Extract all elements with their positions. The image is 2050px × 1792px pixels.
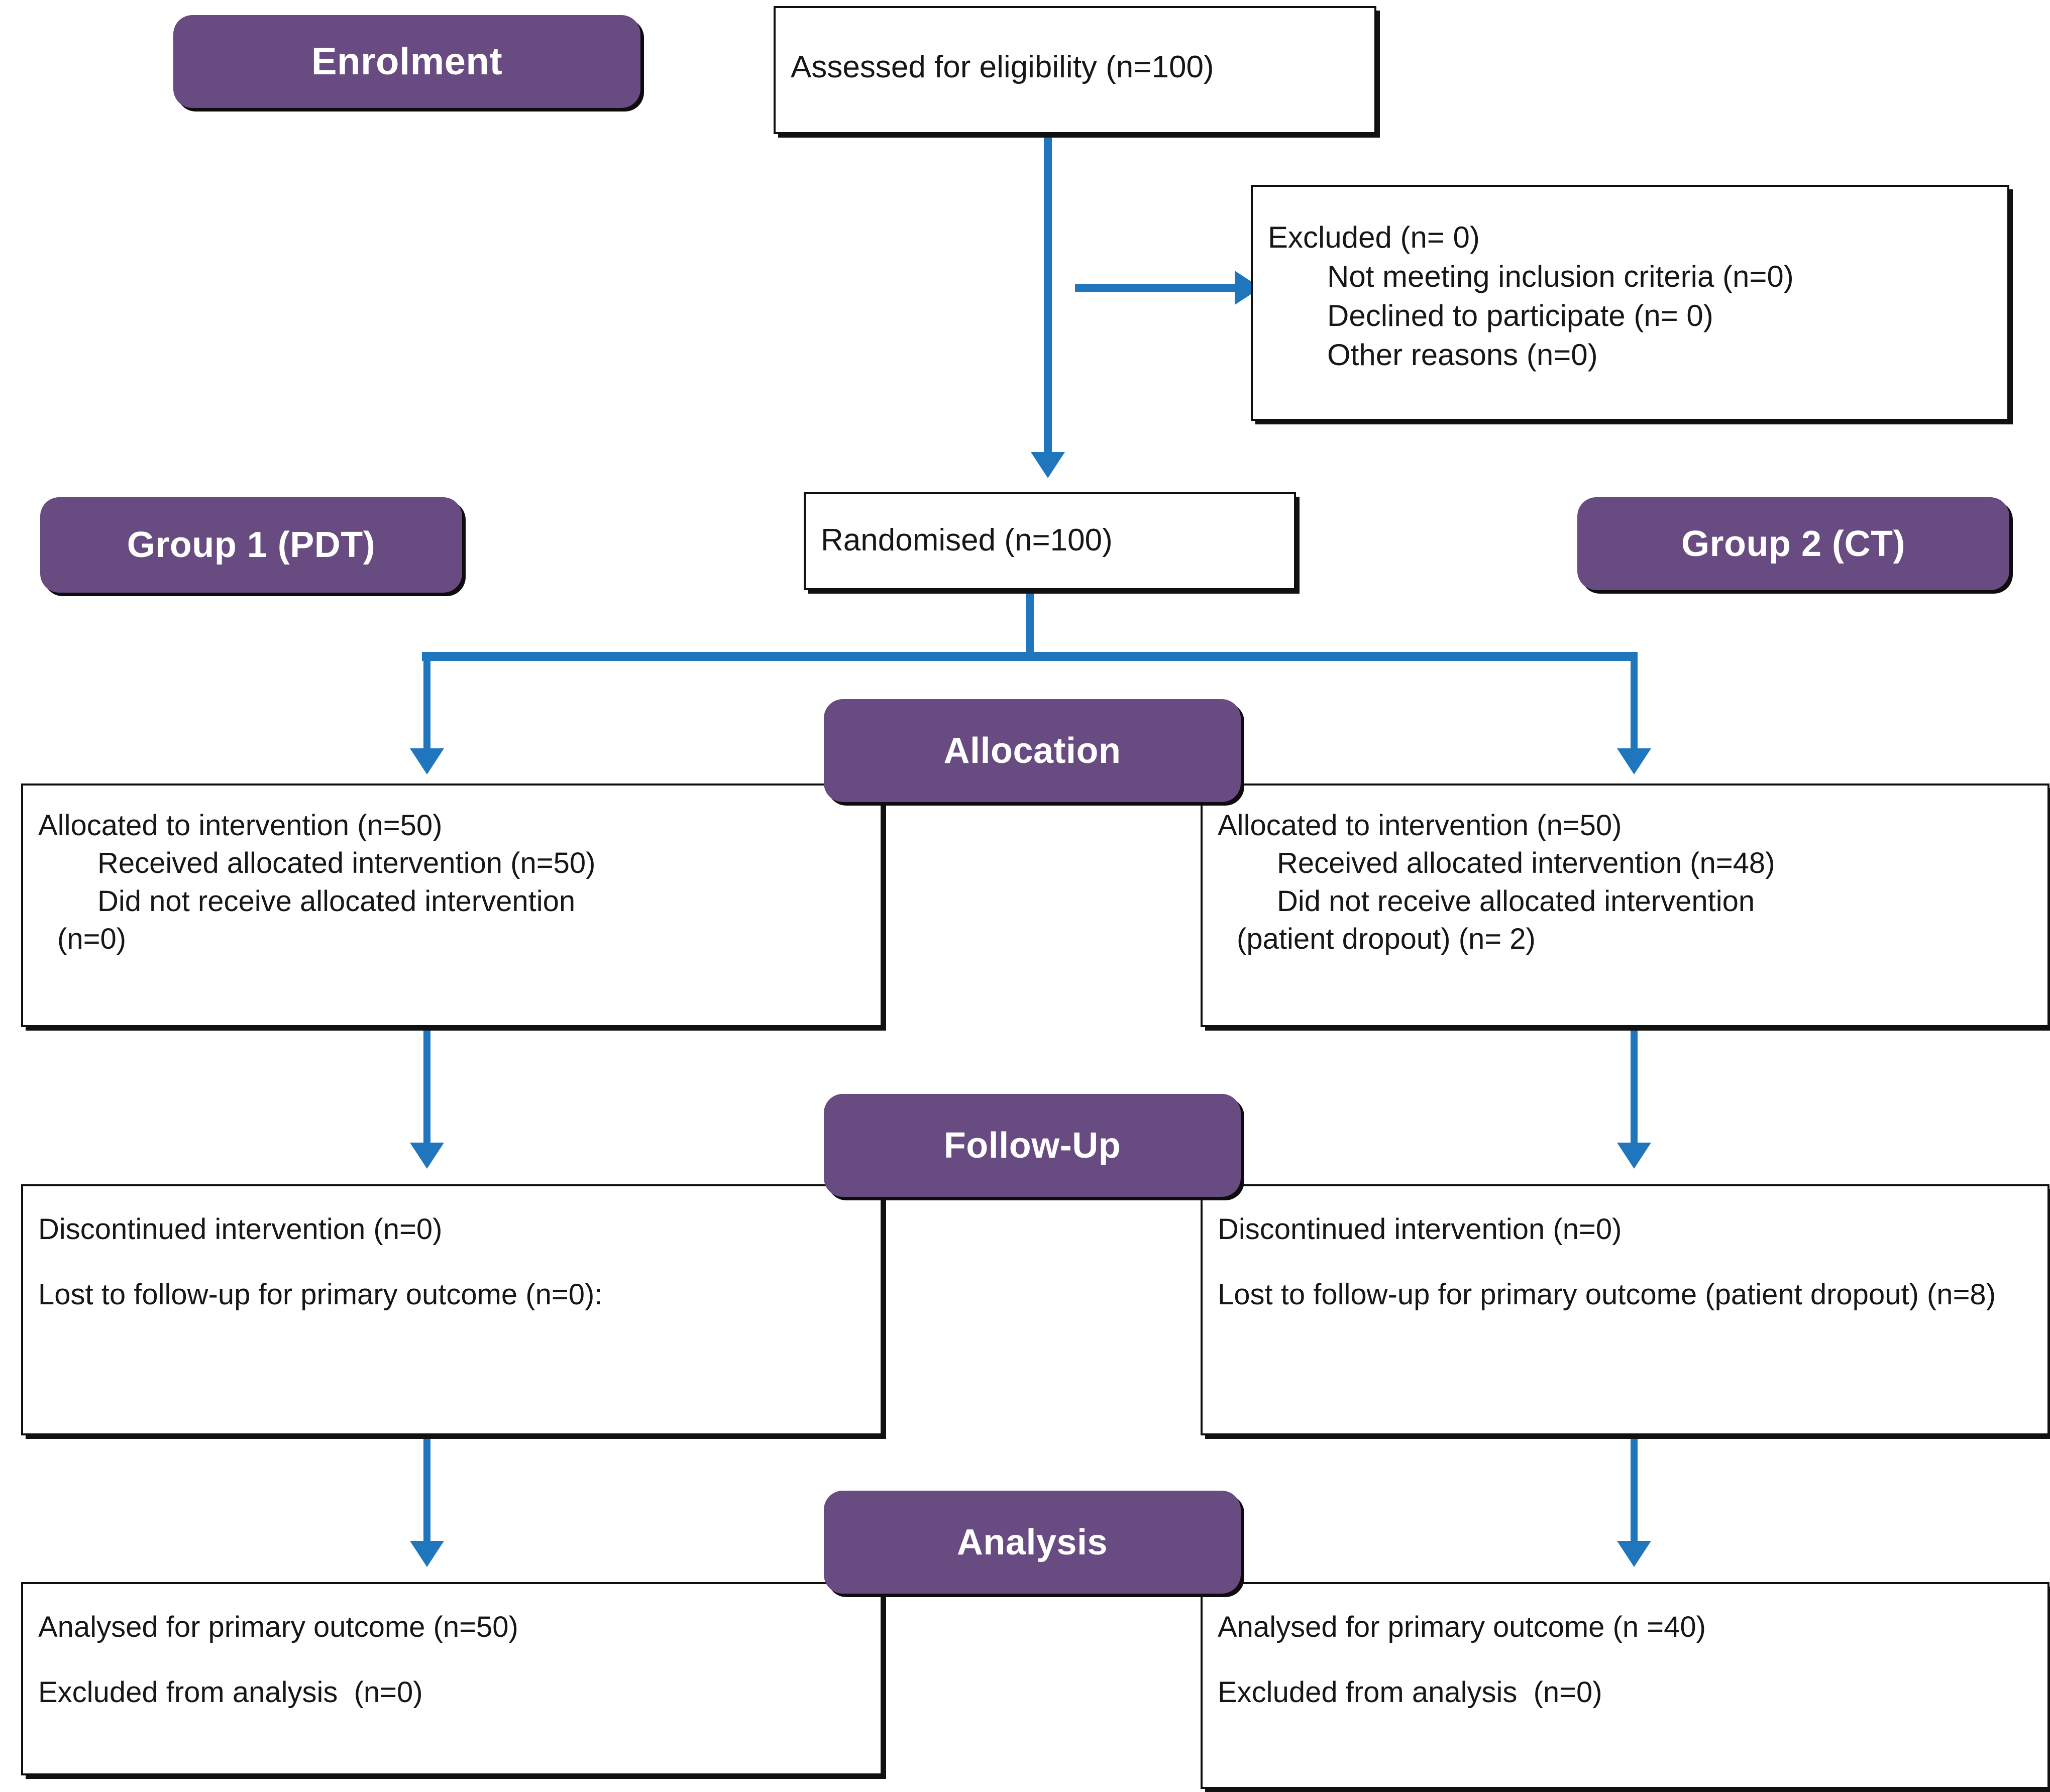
allocation-left-line-3: Did not receive allocated intervention <box>97 884 576 918</box>
split-bar-allocation <box>422 652 1638 661</box>
connector-allocation-left-to-followup-left <box>423 1030 430 1150</box>
arrow-allocation-right-to-followup-right <box>1617 1143 1651 1169</box>
arrow-followup-right-to-analysis-right <box>1617 1541 1651 1567</box>
box-followup-left: Discontinued intervention (n=0) Lost to … <box>21 1184 883 1435</box>
assessed-line-1: Assessed for eligibility (n=100) <box>791 50 1214 84</box>
box-allocation-right: Allocated to intervention (n=50) Receive… <box>1201 783 2049 1027</box>
box-allocation-left: Allocated to intervention (n=50) Receive… <box>21 783 883 1027</box>
connector-allocation-right-to-followup-right <box>1631 1030 1638 1150</box>
box-followup-right: Discontinued intervention (n=0) Lost to … <box>1201 1184 2049 1435</box>
analysis-right-spacer <box>1218 1646 2032 1673</box>
stage-banner-group2: Group 2 (CT) <box>1577 497 2009 590</box>
excluded-line-2: Not meeting inclusion criteria (n=0) <box>1327 260 1794 293</box>
followup-right-spacer <box>1218 1248 2032 1276</box>
box-randomised: Randomised (n=100) <box>804 492 1296 590</box>
stage-banner-group1: Group 1 (PDT) <box>40 497 462 593</box>
stage-banner-allocation: Allocation <box>824 699 1241 802</box>
analysis-left-spacer <box>38 1646 866 1673</box>
arrow-assessed-to-randomised <box>1031 452 1065 478</box>
stage-banner-group2-label: Group 2 (CT) <box>1681 523 1905 564</box>
box-assessed-for-eligibility: Assessed for eligibility (n=100) <box>774 6 1376 134</box>
arrow-split-to-allocation-right <box>1617 748 1651 774</box>
connector-followup-left-to-analysis-left <box>423 1437 430 1548</box>
allocation-left-line-4: (n=0) <box>57 923 127 956</box>
connector-randomised-to-split <box>1026 590 1034 655</box>
arrow-allocation-left-to-followup-left <box>410 1143 444 1169</box>
box-analysis-right: Analysed for primary outcome (n =40) Exc… <box>1201 1582 2049 1789</box>
stage-banner-followup-label: Follow-Up <box>943 1125 1121 1166</box>
connector-assessed-to-randomised <box>1044 134 1052 456</box>
excluded-line-3: Declined to participate (n= 0) <box>1327 299 1713 332</box>
followup-right-line-2: Lost to follow-up for primary outcome (p… <box>1218 1278 1996 1311</box>
box-excluded: Excluded (n= 0) Not meeting inclusion cr… <box>1251 185 2009 421</box>
connector-split-to-allocation-left <box>423 656 430 754</box>
excluded-line-1: Excluded (n= 0) <box>1268 220 1480 254</box>
connector-to-excluded <box>1075 284 1246 292</box>
connector-split-to-allocation-right <box>1631 656 1638 754</box>
stage-banner-analysis: Analysis <box>824 1491 1241 1594</box>
allocation-left-line-2: Received allocated intervention (n=50) <box>97 847 596 880</box>
stage-banner-analysis-label: Analysis <box>956 1522 1108 1562</box>
excluded-line-4: Other reasons (n=0) <box>1327 338 1598 372</box>
followup-left-spacer <box>38 1248 866 1276</box>
analysis-left-line-2: Excluded from analysis (n=0) <box>38 1676 423 1709</box>
stage-banner-followup: Follow-Up <box>824 1094 1241 1197</box>
analysis-right-line-2: Excluded from analysis (n=0) <box>1218 1676 1602 1709</box>
connector-followup-right-to-analysis-right <box>1631 1437 1638 1548</box>
followup-left-line-1: Discontinued intervention (n=0) <box>38 1213 443 1246</box>
box-analysis-left: Analysed for primary outcome (n=50) Excl… <box>21 1582 883 1775</box>
stage-banner-enrolment: Enrolment <box>173 15 640 108</box>
followup-right-line-1: Discontinued intervention (n=0) <box>1218 1213 1622 1246</box>
arrow-followup-left-to-analysis-left <box>410 1541 444 1567</box>
randomised-line-1: Randomised (n=100) <box>821 523 1113 557</box>
stage-banner-allocation-label: Allocation <box>943 730 1121 771</box>
analysis-left-line-1: Analysed for primary outcome (n=50) <box>38 1611 518 1643</box>
arrow-split-to-allocation-left <box>410 748 444 774</box>
allocation-right-line-3: Did not receive allocated intervention <box>1277 884 1755 918</box>
allocation-left-line-1: Allocated to intervention (n=50) <box>38 809 443 842</box>
analysis-right-line-1: Analysed for primary outcome (n =40) <box>1218 1611 1706 1643</box>
allocation-right-line-4: (patient dropout) (n= 2) <box>1237 923 1536 956</box>
stage-banner-group1-label: Group 1 (PDT) <box>127 525 376 565</box>
stage-banner-enrolment-label: Enrolment <box>311 40 503 83</box>
allocation-right-line-1: Allocated to intervention (n=50) <box>1218 809 1622 842</box>
followup-left-line-2: Lost to follow-up for primary outcome (n… <box>38 1278 603 1311</box>
allocation-right-line-2: Received allocated intervention (n=48) <box>1277 847 1775 880</box>
